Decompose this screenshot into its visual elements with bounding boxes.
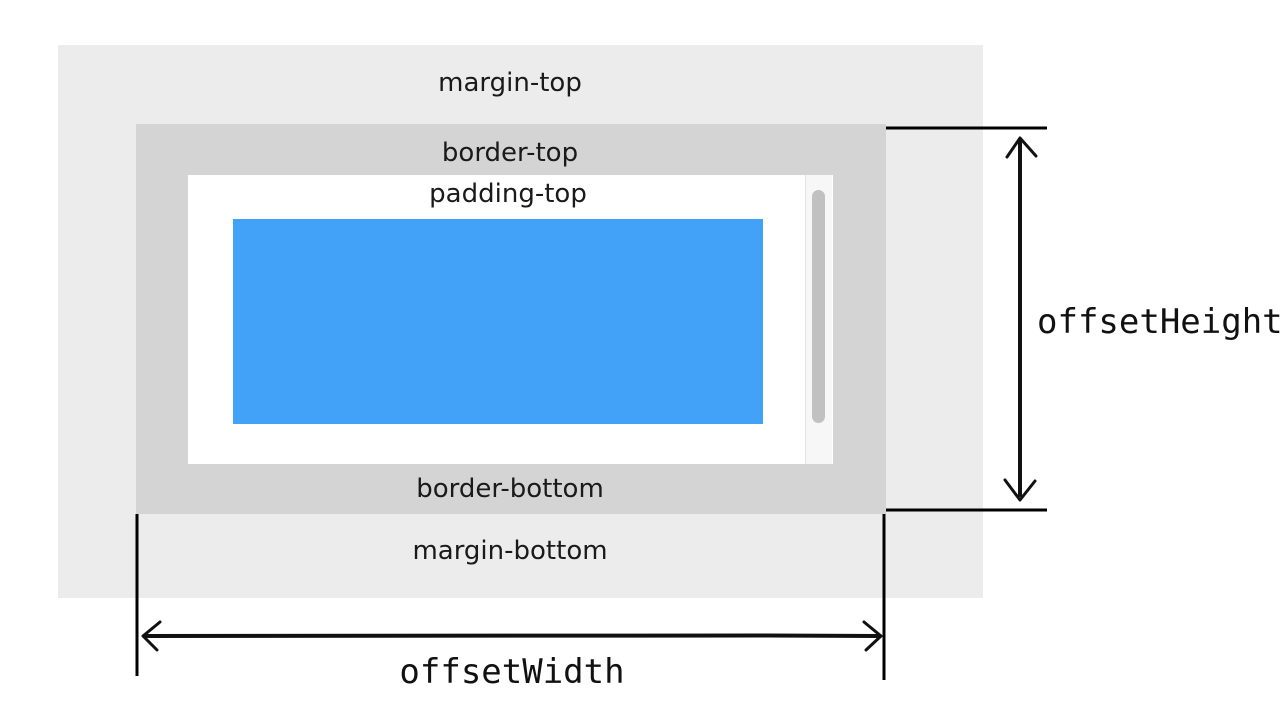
scrollbar-thumb[interactable] (812, 190, 825, 423)
offset-width-arrow-shaft (143, 633, 880, 639)
border-top-label: border-top (441, 138, 579, 168)
offset-width-arrow-head-left (141, 620, 162, 652)
offset-height-arrow-head-top (1005, 136, 1038, 159)
content-area (233, 219, 763, 424)
offset-height-label: offsetHeight (1037, 302, 1283, 342)
offset-height-arrow-head-bottom (1003, 478, 1037, 502)
border-bottom-label: border-bottom (416, 474, 604, 504)
offset-width-label: offsetWidth (399, 652, 625, 692)
margin-bottom-label: margin-bottom (412, 536, 608, 566)
offset-width-arrow-head-right (862, 620, 883, 652)
padding-top-label: padding-top (429, 179, 587, 209)
margin-top-label: margin-top (438, 68, 582, 98)
offset-height-arrow-shaft (1017, 138, 1023, 497)
